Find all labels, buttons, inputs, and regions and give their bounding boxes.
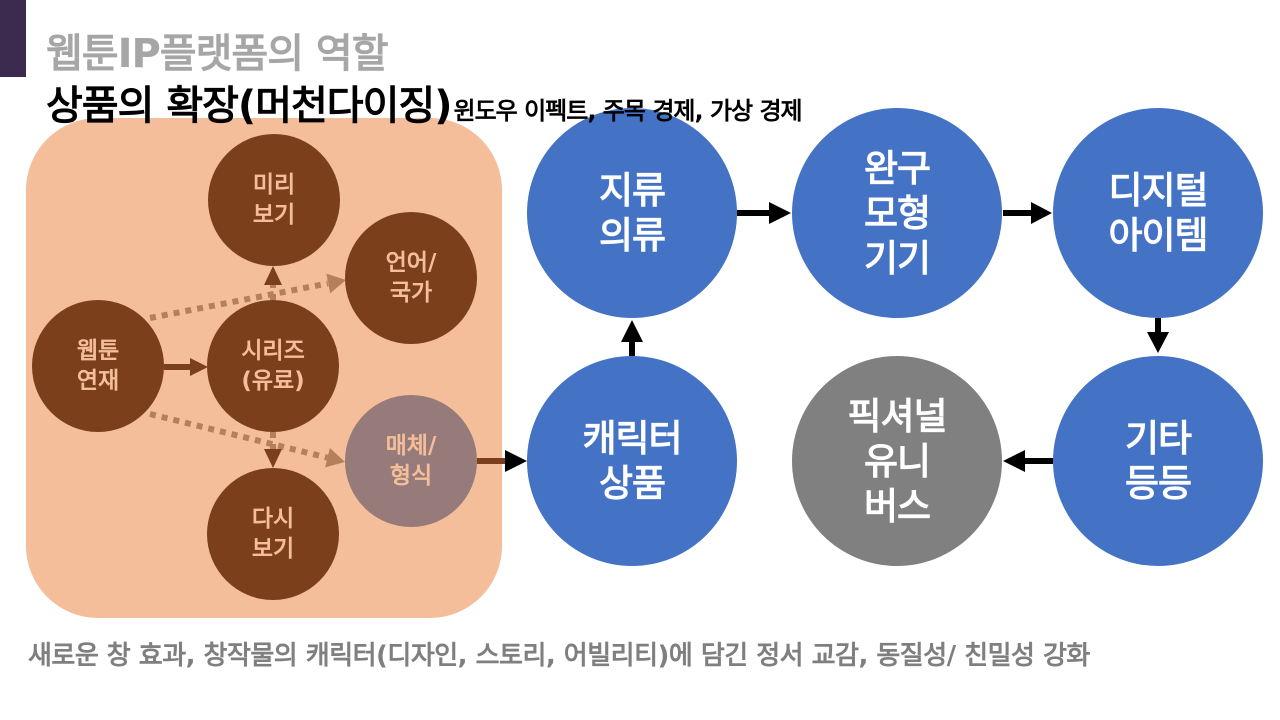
- node-label-line: 모형: [863, 191, 931, 235]
- arrow-others-to-fictional: [1003, 450, 1053, 472]
- arrow-head: [1147, 332, 1169, 353]
- node-series-paid: 시리즈 (유료): [207, 300, 339, 432]
- node-label-line: 상품: [598, 462, 666, 505]
- arrow-head: [325, 448, 345, 468]
- subtitle-row: 상품의 확장(머천다이징) 윈도우 이펙트, 주목 경제, 가상 경제: [46, 80, 803, 132]
- node-label-line: 미리: [252, 172, 296, 198]
- node-label-line: 아이템: [1108, 214, 1208, 257]
- node-label-line: 유니: [863, 439, 931, 483]
- node-paper-apparel: 지류 의류: [527, 108, 737, 318]
- node-label-line: 형식: [389, 463, 433, 489]
- accent-bar: [0, 0, 26, 77]
- slide-subtitle: 상품의 확장(머천다이징): [46, 83, 452, 129]
- node-label-line: (유료): [241, 368, 305, 394]
- node-digital-items: 디지털 아이템: [1053, 108, 1263, 318]
- arrow-head: [1003, 450, 1025, 472]
- subtitle-note: 윈도우 이펙트, 주목 경제, 가상 경제: [453, 97, 803, 125]
- node-label-line: 기타: [1124, 417, 1192, 460]
- node-language-country: 언어/ 국가: [345, 212, 477, 344]
- arrow-head: [505, 450, 527, 472]
- arrow-character-to-paper: [621, 320, 643, 356]
- arrow-serial-to-series: [164, 358, 208, 376]
- node-label-line: 버스: [863, 484, 931, 528]
- arrow-head: [326, 273, 346, 294]
- slide-footer-caption: 새로운 창 효과, 창작물의 캐릭터(디자인, 스토리, 어빌리티)에 담긴 정…: [28, 641, 1090, 671]
- node-label-line: 웹툰: [76, 338, 120, 364]
- node-label-line: 매체/: [385, 433, 437, 459]
- arrow-head: [1031, 202, 1052, 224]
- node-label-line: 의류: [598, 214, 666, 257]
- node-media-format: 매체/ 형식: [345, 395, 477, 527]
- arrow-paper-to-toys: [737, 202, 791, 224]
- arrow-series-to-preview: [264, 266, 282, 300]
- node-label-line: 언어/: [385, 250, 437, 276]
- node-label-line: 완구: [863, 146, 931, 190]
- node-fictional-universe: 픽셔널 유니 버스: [792, 356, 1002, 566]
- node-label-line: 국가: [389, 280, 433, 306]
- node-label-line: 보기: [252, 202, 296, 228]
- arrow-head: [190, 358, 208, 376]
- slide-title: 웹툰IP플랫폼의 역할: [46, 31, 389, 77]
- node-label-line: 캐릭터: [582, 417, 682, 460]
- arrow-digital-to-others: [1147, 318, 1169, 353]
- node-toys-models-devices: 완구 모형 기기: [792, 108, 1002, 318]
- node-others: 기타 등등: [1053, 356, 1263, 566]
- node-label-line: 픽셔널: [847, 394, 947, 438]
- arrow-head: [769, 202, 791, 224]
- node-label-line: 지류: [598, 169, 666, 212]
- arrow-serial-to-media: [149, 411, 345, 468]
- node-label-line: 연재: [76, 368, 120, 394]
- node-label-line: 시리즈: [241, 338, 305, 364]
- node-preview: 미리 보기: [208, 134, 340, 266]
- arrow-media-to-character-goods: [477, 450, 527, 472]
- arrow-head: [621, 320, 643, 342]
- node-label-line: 보기: [251, 536, 295, 562]
- node-label-line: 다시: [251, 506, 295, 532]
- arrow-toys-to-digital: [1003, 202, 1052, 224]
- arrow-head: [264, 266, 282, 285]
- arrow-series-to-rewatch: [264, 432, 282, 468]
- node-character-goods: 캐릭터 상품: [527, 356, 737, 566]
- node-label-line: 디지털: [1108, 169, 1208, 212]
- node-label-line: 기기: [863, 236, 931, 280]
- node-webtoon-serial: 웹툰 연재: [32, 300, 164, 432]
- node-rewatch: 다시 보기: [207, 468, 339, 600]
- arrow-serial-to-language: [149, 273, 346, 321]
- arrow-head: [264, 449, 282, 468]
- node-label-line: 등등: [1124, 462, 1192, 505]
